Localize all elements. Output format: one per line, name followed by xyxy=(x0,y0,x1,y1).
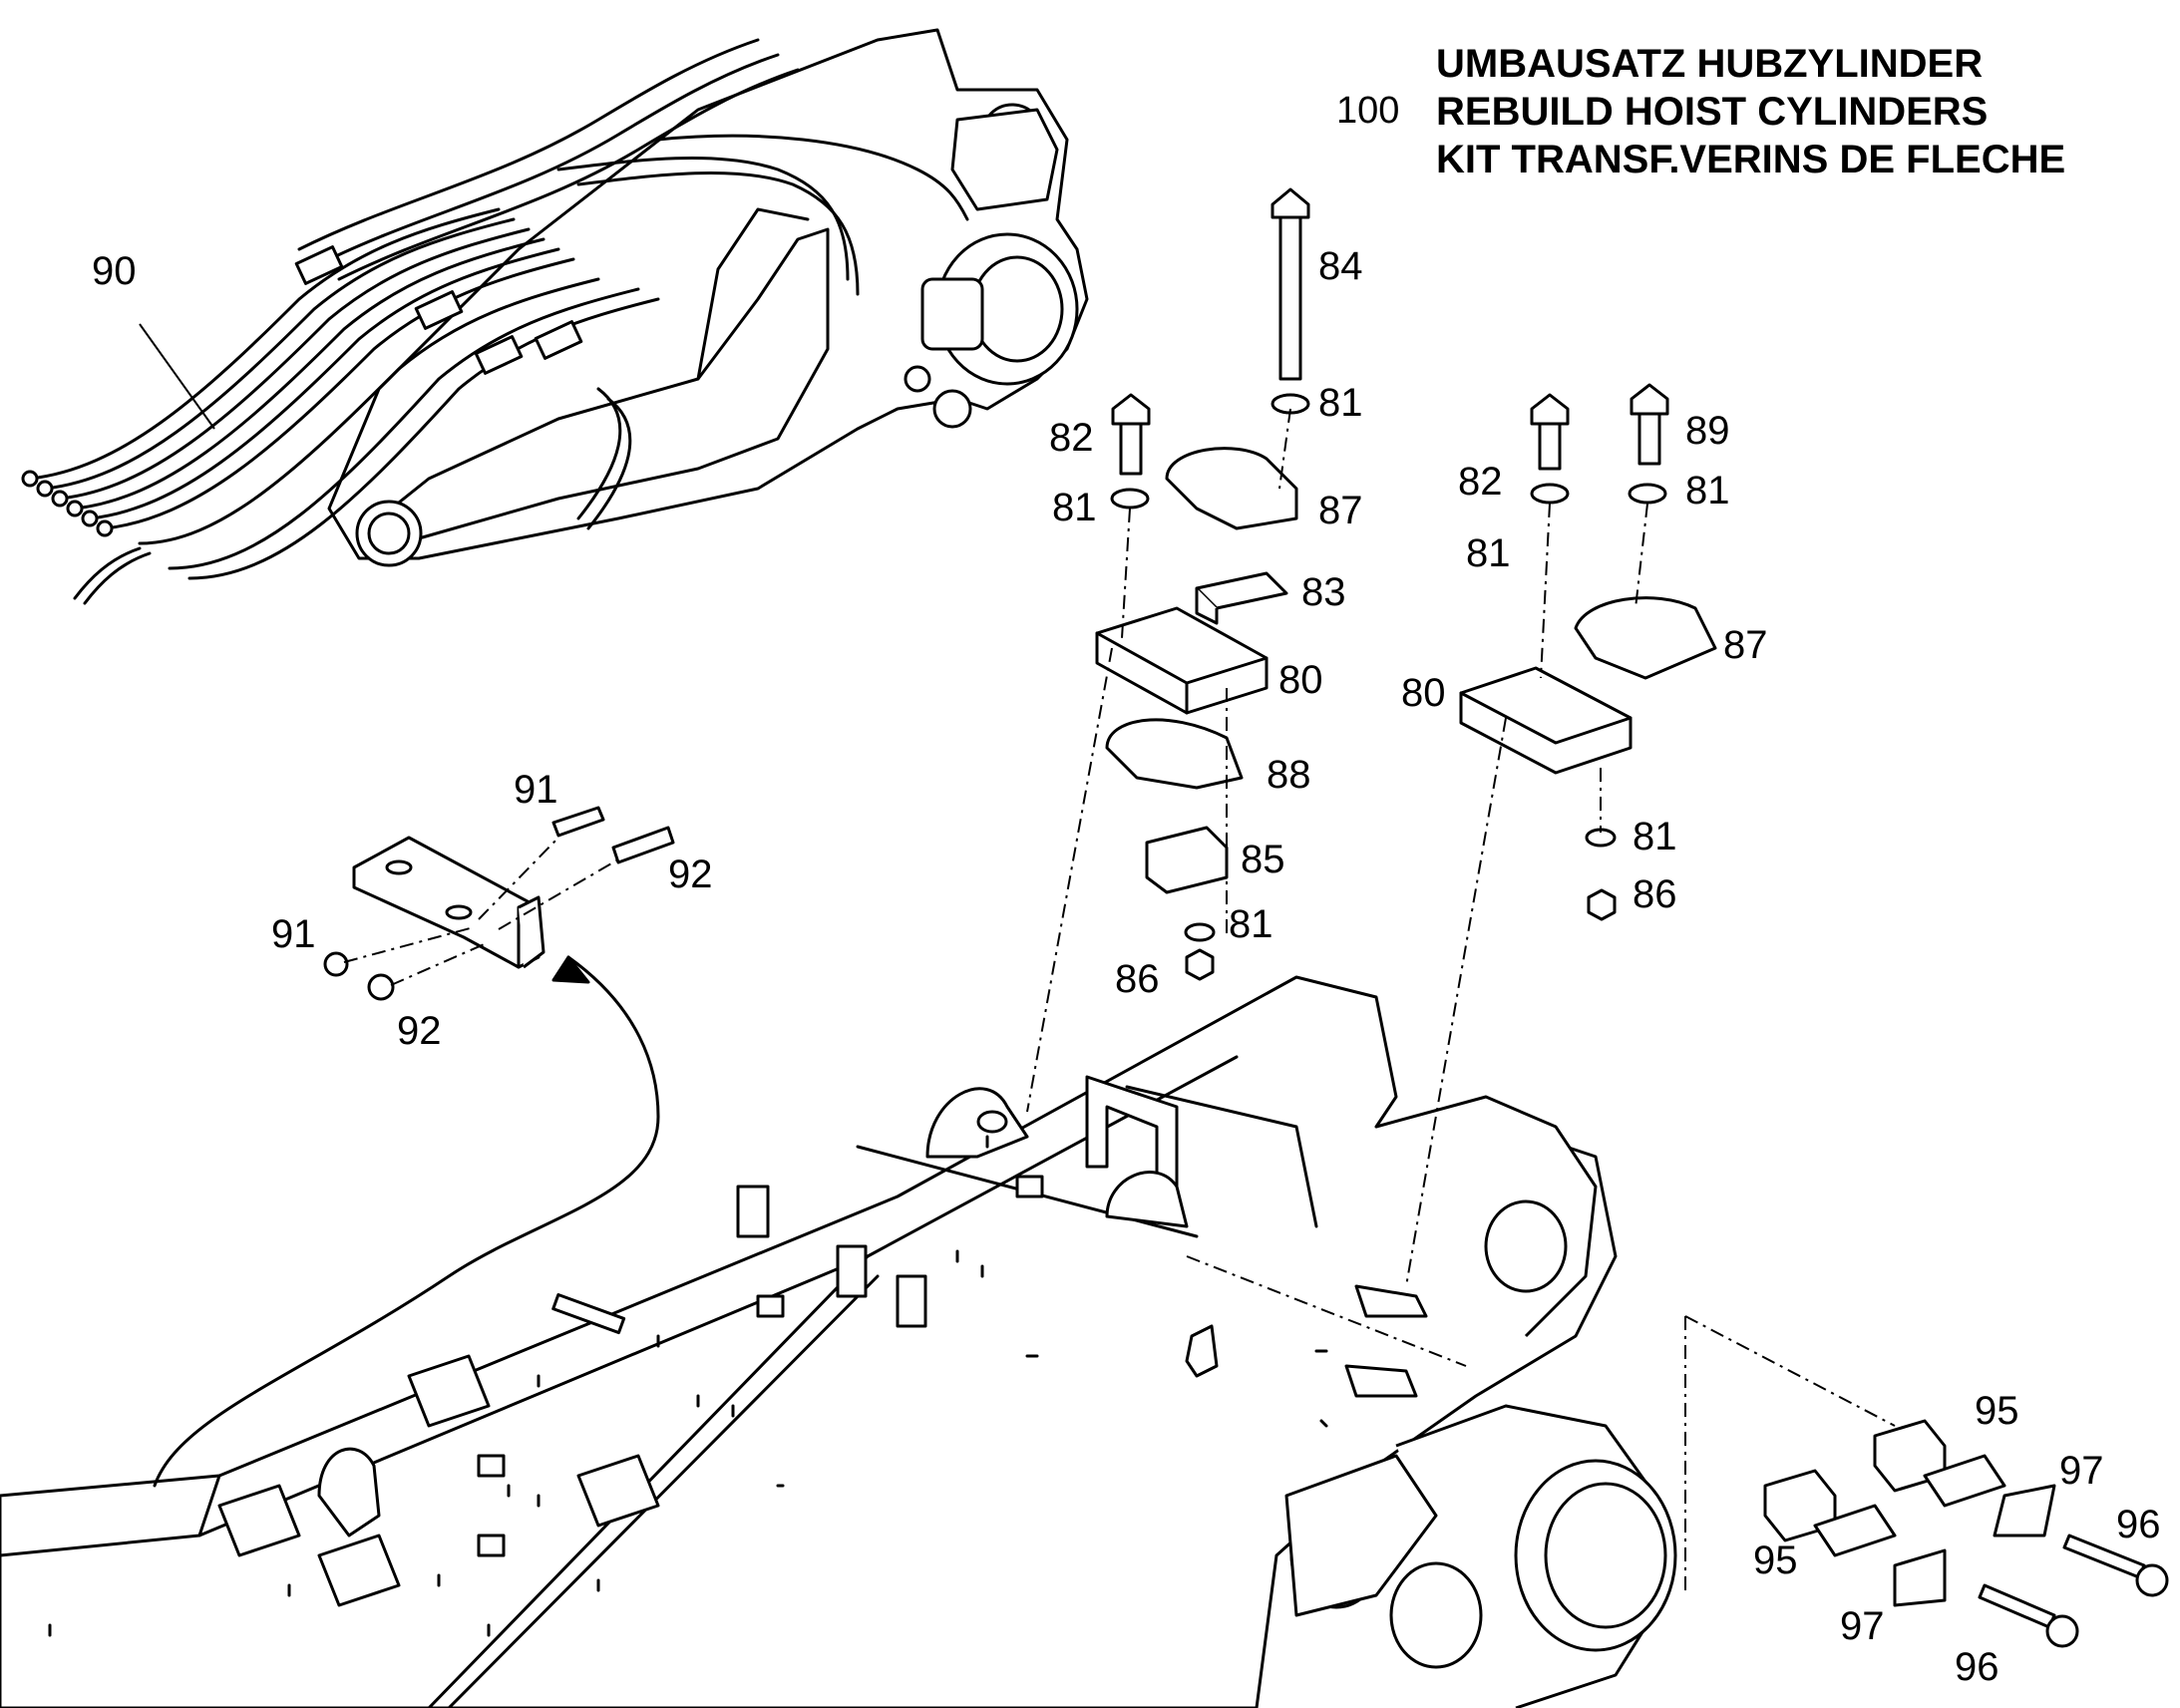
callout-87-a: 87 xyxy=(1318,489,1363,532)
kit-number: 100 xyxy=(1336,90,1400,132)
callout-92-b: 92 xyxy=(397,1009,442,1053)
callout-88: 88 xyxy=(1267,753,1311,797)
callout-83: 83 xyxy=(1301,570,1346,614)
callout-91-b: 91 xyxy=(271,912,316,956)
title-line-german: UMBAUSATZ HUBZYLINDER xyxy=(1436,42,1984,86)
callout-96-a: 96 xyxy=(2116,1503,2161,1546)
callout-96-b: 96 xyxy=(1955,1645,1999,1689)
title-line-french: KIT TRANSF.VERINS DE FLECHE xyxy=(1436,138,2066,181)
callout-91-a: 91 xyxy=(514,768,558,812)
fitting-bracket xyxy=(153,806,675,1488)
callout-81-a: 81 xyxy=(1318,381,1363,425)
clamp-stack-left xyxy=(1026,187,1310,1113)
callout-86-a: 86 xyxy=(1115,957,1160,1001)
callout-80-a: 80 xyxy=(1278,658,1323,702)
callout-82-a: 82 xyxy=(1049,416,1094,460)
callout-97-b: 97 xyxy=(1840,1604,1885,1648)
clamp-stack-right xyxy=(1405,383,1717,1287)
callout-81-e: 81 xyxy=(1466,531,1511,575)
callout-82-b: 82 xyxy=(1458,460,1503,504)
callout-labels: 90 84 81 82 81 87 83 80 88 85 81 86 89 8… xyxy=(92,244,2161,1689)
pin-plate-set xyxy=(1186,1255,2169,1648)
callout-89: 89 xyxy=(1685,409,1730,453)
callout-97-a: 97 xyxy=(2059,1449,2104,1493)
boom-frame xyxy=(0,975,1677,1708)
callout-90: 90 xyxy=(92,249,137,293)
callout-81-c: 81 xyxy=(1229,902,1273,946)
callout-86-b: 86 xyxy=(1633,872,1677,916)
boom-hose-assembly xyxy=(21,28,1089,605)
callout-95-b: 95 xyxy=(1753,1538,1798,1582)
callout-80-b: 80 xyxy=(1401,671,1446,715)
callout-95-a: 95 xyxy=(1975,1389,2019,1433)
callout-87-b: 87 xyxy=(1723,623,1768,667)
callout-81-b: 81 xyxy=(1052,486,1097,529)
callout-92-a: 92 xyxy=(668,853,713,896)
callout-85: 85 xyxy=(1241,838,1285,881)
callout-81-d: 81 xyxy=(1685,469,1730,512)
title-line-english: REBUILD HOIST CYLINDERS xyxy=(1436,90,1989,134)
callout-81-f: 81 xyxy=(1633,815,1677,858)
callout-84: 84 xyxy=(1318,244,1363,288)
